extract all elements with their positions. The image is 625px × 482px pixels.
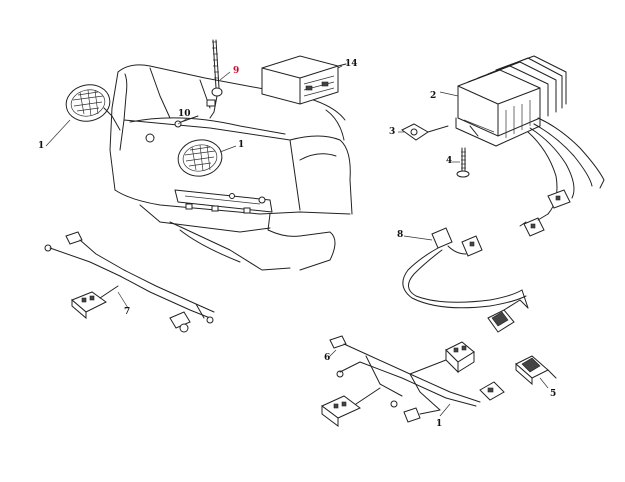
callout-7: 7 (124, 307, 131, 317)
callout-1-center-lamp: 1 (238, 140, 245, 150)
harness-6 (321, 335, 505, 427)
callout-14: 14 (345, 59, 358, 69)
callout-9: 9 (233, 66, 240, 76)
callout-1-left-lamp: 1 (38, 141, 45, 151)
callout-6: 6 (324, 353, 331, 363)
radio-unit (261, 55, 347, 105)
regulator-block (455, 55, 605, 237)
callout-2: 2 (430, 91, 437, 101)
work-lamp-left (65, 84, 121, 131)
callout-10: 10 (178, 109, 191, 119)
harness-8 (402, 227, 529, 333)
callout-3: 3 (389, 127, 396, 137)
callout-4: 4 (446, 156, 453, 166)
switch-5 (515, 355, 557, 386)
harness-7 (44, 231, 215, 333)
bracket (401, 123, 449, 141)
callout-8: 8 (397, 230, 404, 240)
screw (456, 125, 479, 178)
callout-1-harness: 1 (436, 419, 443, 429)
antenna (206, 39, 223, 119)
callout-5: 5 (550, 389, 557, 399)
work-lamp-center (177, 139, 223, 177)
leader-lines (45, 65, 549, 417)
